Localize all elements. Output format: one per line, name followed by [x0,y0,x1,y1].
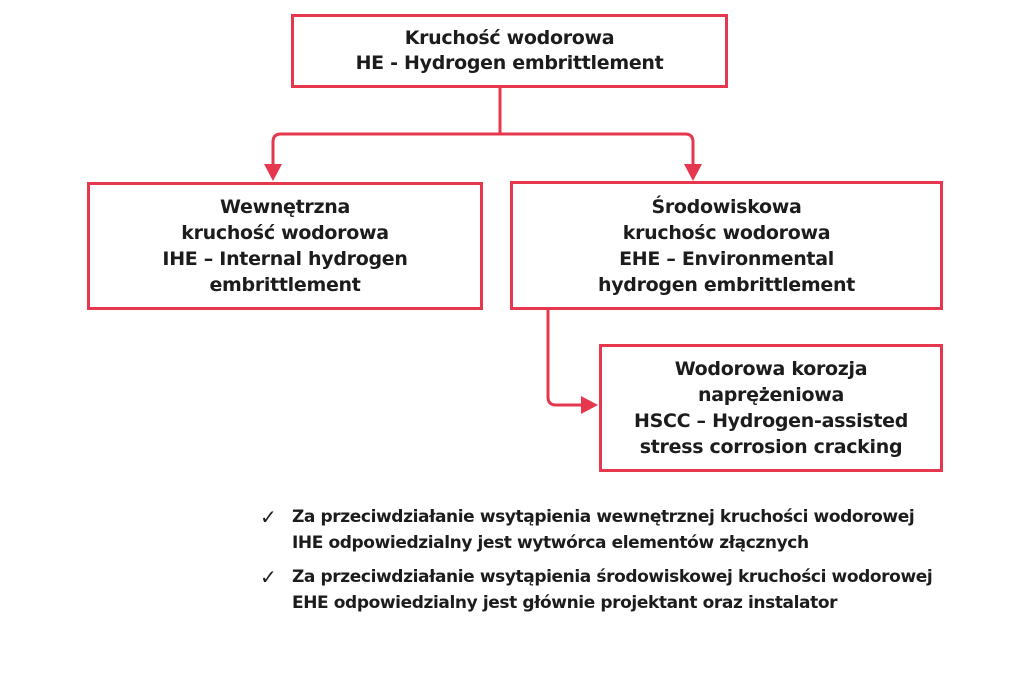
connector-branch-bar [271,132,695,166]
hscc-box-stress-corrosion-cracking: Wodorowa korozja naprężeniowa HSCC – Hyd… [599,344,943,472]
note-item-ehe-responsibility: ✓ Za przeciwdziałanie wsytąpienia środow… [260,564,933,616]
arrowhead-to-hscc [581,396,598,414]
ihe-box-line-3: IHE – Internal hydrogen [162,248,408,270]
note-item-ihe-responsibility: ✓ Za przeciwdziałanie wsytąpienia wewnęt… [260,504,915,556]
note-text: Za przeciwdziałanie wsytąpienia środowis… [292,564,933,616]
note-2-line-2: EHE odpowiedzialny jest głównie projekta… [292,593,838,613]
root-box-line-1: Kruchość wodorowa [404,27,615,49]
root-box-hydrogen-embrittlement: Kruchość wodorowa HE - Hydrogen embrittl… [291,14,728,88]
ehe-box-line-4: hydrogen embrittlement [598,273,855,296]
hscc-box-line-3: HSCC – Hydrogen-assisted [633,410,909,432]
checkmark-icon: ✓ [260,505,277,529]
ihe-box-line-1: Wewnętrzna [220,196,350,218]
checkmark-icon: ✓ [260,565,277,589]
root-box-line-2: HE - Hydrogen embrittlement [355,52,664,74]
note-1-line-2: IHE odpowiedzialny jest wytwórca element… [292,533,809,553]
note-1-line-1: Za przeciwdziałanie wsytąpienia wewnętrz… [292,507,915,527]
note-2-line-1: Za przeciwdziałanie wsytąpienia środowis… [292,567,933,587]
hscc-box-line-4: stress corrosion cracking [639,436,903,458]
note-text: Za przeciwdziałanie wsytąpienia wewnętrz… [292,504,915,556]
ehe-box-environmental-hydrogen-embrittlement: Środowiskowa kruchośc wodorowa EHE – Env… [510,181,943,310]
arrowhead-to-ehe [684,164,702,181]
ehe-box-line-3: EHE – Environmental [619,247,834,270]
connector-ehe-to-hscc [546,310,582,407]
ehe-box-line-1: Środowiskowa [651,195,802,218]
ihe-box-line-2: kruchość wodorowa [181,222,389,244]
hscc-box-line-2: naprężeniowa [697,384,845,406]
hscc-box-line-1: Wodorowa korozja [674,358,868,380]
ehe-box-line-2: kruchośc wodorowa [622,221,831,244]
ihe-box-line-4: embrittlement [209,274,361,296]
arrowhead-to-ihe [264,164,282,181]
ihe-box-internal-hydrogen-embrittlement: Wewnętrzna kruchość wodorowa IHE – Inter… [87,182,483,310]
